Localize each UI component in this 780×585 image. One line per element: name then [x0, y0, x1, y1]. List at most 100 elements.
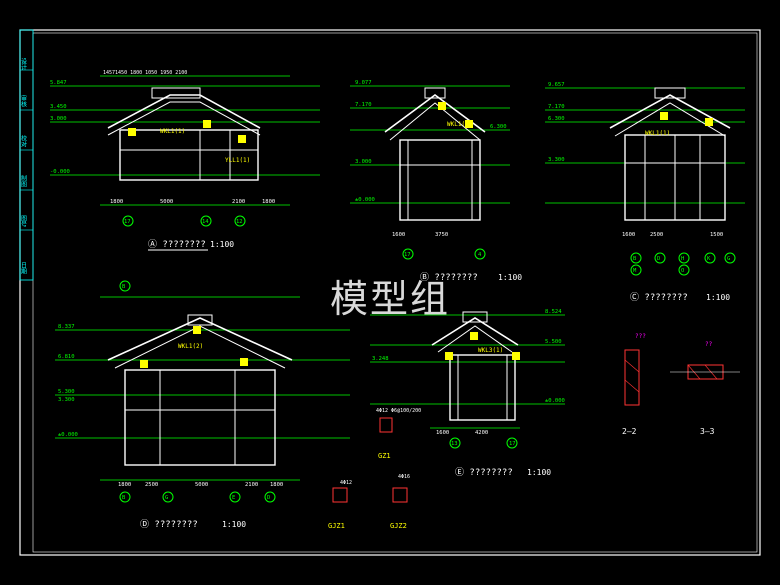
view-title: Ⓓ ???????? [140, 519, 198, 530]
sheet-border [19, 29, 761, 556]
level-mark: 9.657 [548, 82, 565, 88]
level-mark: 3.000 [355, 159, 372, 165]
section-title: 3—3 [700, 427, 715, 436]
beam-label: WKL1(1) [447, 121, 472, 128]
column-gjz1: 4Φ12 GJZ1 [328, 480, 352, 530]
dim: 1600 [392, 232, 405, 238]
level-mark: 6.300 [490, 124, 507, 130]
dim: 1800 [262, 199, 275, 205]
view-title: Ⓑ ???????? [420, 272, 478, 283]
view-scale: 1:100 [498, 273, 522, 282]
sidebar-label: 校对 [20, 134, 27, 147]
axis-label: 17 [124, 219, 131, 225]
dim: 1800 [270, 482, 283, 488]
level-mark: 5.847 [50, 80, 67, 86]
sidebar-label: 设计 [20, 57, 27, 71]
axis-label: 4 [478, 252, 482, 258]
top-dims: 14571450 1800 1050 1950 2100 [103, 70, 187, 76]
column-gjz2: 4Φ16 GJZ2 [390, 474, 410, 530]
axis-label: B [633, 256, 637, 262]
column-note: 4Φ12 [340, 480, 352, 486]
level-mark: 9.077 [355, 80, 372, 86]
level-mark: 8.337 [58, 324, 75, 330]
elevation-c: WKL1(1) 9.657 7.170 6.300 3.300 1600 250… [545, 82, 745, 303]
level-mark: 3.300 [58, 397, 75, 403]
dim: 1800 [110, 199, 123, 205]
section-note: ?? [705, 341, 713, 348]
axis-label: B [122, 495, 126, 501]
axis-label: B [122, 284, 126, 290]
level-mark: 6.810 [58, 354, 75, 360]
dim: 1600 [436, 430, 449, 436]
dim: 3750 [435, 232, 448, 238]
column-note: 4Φ16 [398, 474, 410, 480]
axis-label: O [681, 268, 684, 274]
view-title: Ⓒ ???????? [630, 292, 688, 303]
level-mark: 6.300 [548, 116, 565, 122]
beam-label: WKL1(1) [160, 128, 185, 135]
axis-label: G [727, 256, 730, 262]
level-mark: 3.000 [50, 116, 67, 122]
elevation-b: WKL1(1) 9.077 7.170 6.300 3.000 ±0.000 1… [350, 80, 522, 283]
axis-label: H [681, 256, 684, 262]
axis-label: D [657, 256, 660, 262]
sidebar-label: 审核 [20, 94, 27, 108]
dim: 2100 [245, 482, 258, 488]
level-mark: 3.450 [50, 104, 67, 110]
view-scale: 1:100 [222, 520, 246, 529]
elevation-e: WKL3(1) 8.524 5.500 3.248 ±0.000 1600 42… [370, 309, 565, 478]
section-3-3: ?? 3—3 [670, 341, 740, 436]
axis-label: D [267, 495, 270, 501]
sidebar-label: 制图 [20, 174, 27, 188]
dim: 2500 [145, 482, 158, 488]
beam-label: WKL3(1) [478, 347, 503, 354]
elevation-a: WKL1(1) YLL1(1) 14571450 1800 1050 1950 … [50, 70, 320, 251]
axis-label: 13 [451, 441, 458, 447]
view-title: Ⓔ ???????? [455, 467, 513, 478]
level-mark: ±0.000 [58, 432, 78, 438]
beam-label: WKL1(2) [178, 343, 203, 350]
axis-label: 17 [404, 252, 411, 258]
level-mark: 5.500 [545, 339, 562, 345]
axis-label: M [633, 268, 637, 274]
level-mark: 8.524 [545, 309, 562, 315]
axis-label: K [707, 256, 711, 262]
title-sidebar: 设计 审核 校对 制图 图号 日期 [20, 29, 34, 281]
section-2-2: ??? 2—2 [622, 333, 646, 436]
dim: 1600 [622, 232, 635, 238]
sidebar-label: 图号 [20, 215, 27, 228]
axis-label: G [165, 495, 168, 501]
beam-label: YLL1(1) [225, 157, 250, 164]
dim: 2500 [650, 232, 663, 238]
view-scale: 1:100 [706, 293, 730, 302]
watermark-text: 模型组 [330, 277, 451, 321]
level-mark: 7.170 [548, 104, 565, 110]
axis-label: E [232, 495, 235, 501]
dim: 5000 [160, 199, 173, 205]
view-title: Ⓐ ???????? [148, 239, 206, 250]
axis-label: 17 [509, 441, 516, 447]
axis-label: 14 [202, 219, 209, 225]
section-title: 2—2 [622, 427, 637, 436]
level-mark: 5.300 [58, 389, 75, 395]
view-scale: 1:100 [527, 468, 551, 477]
level-mark: 3.248 [372, 356, 389, 362]
column-title: GJZ1 [328, 522, 345, 530]
view-scale: 1:100 [210, 240, 234, 249]
level-mark: ±0.000 [545, 398, 565, 404]
axis-label: 12 [236, 219, 243, 225]
column-gz1: 4Φ12 Φ6@100/200 GZ1 [376, 408, 421, 460]
level-mark: 7.170 [355, 102, 372, 108]
sidebar-label: 日期 [20, 262, 27, 275]
beam-label: WKL1(1) [645, 130, 670, 137]
dim: 5000 [195, 482, 208, 488]
dim: 1500 [710, 232, 723, 238]
dim: 1800 [118, 482, 131, 488]
section-note: ??? [635, 333, 646, 340]
level-mark: ±0.000 [355, 197, 375, 203]
level-mark: -0.000 [50, 169, 70, 175]
level-mark: 3.300 [548, 157, 565, 163]
elevation-d: WKL1(2) 8.337 6.810 5.300 3.300 ±0.000 1… [55, 280, 350, 530]
column-title: GZ1 [378, 452, 391, 460]
